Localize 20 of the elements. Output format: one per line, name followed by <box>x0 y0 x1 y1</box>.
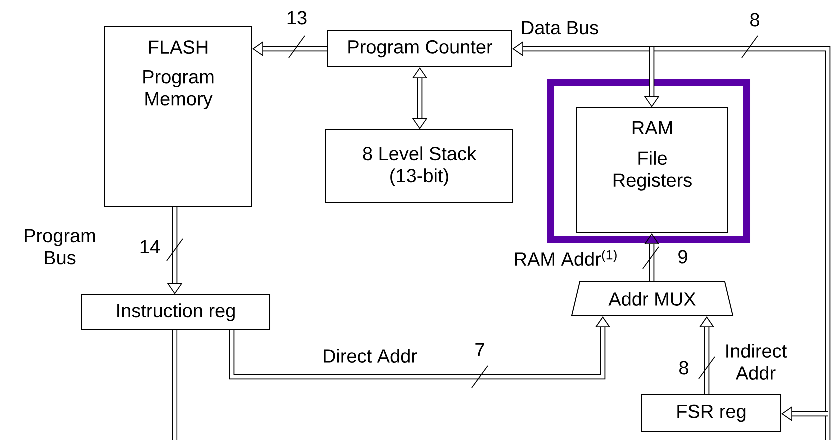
register-box: Instruction reg <box>82 294 270 330</box>
edge-label: 8 <box>680 361 688 375</box>
bus-label: Program Bus <box>25 229 96 265</box>
bus-label: 7 <box>476 343 484 357</box>
edge-label: 9 <box>678 250 688 264</box>
edge-label: 14 <box>140 240 160 254</box>
multiplexer-trapezoid: Addr MUX <box>571 282 734 316</box>
edge-label: Direct Addr <box>324 349 418 363</box>
register-box: FSR reg <box>642 394 782 432</box>
edge-label: 13 <box>288 11 307 25</box>
memory-block: FLASH Program Memory <box>104 26 252 208</box>
edge-label: Data Bus <box>522 21 598 35</box>
bus-label: 8 <box>750 13 760 27</box>
bus-label: RAM Addr$^{(1)}$ <box>515 250 617 266</box>
stack-box: 8 Level Stack (13-bit) <box>326 130 514 204</box>
register-box: Program Counter <box>328 30 512 68</box>
highlight-frame <box>548 80 750 244</box>
bus-label: Indirect Addr <box>726 344 788 380</box>
memory-block: RAM File Registers <box>576 108 728 234</box>
bus-arrow <box>412 68 428 130</box>
